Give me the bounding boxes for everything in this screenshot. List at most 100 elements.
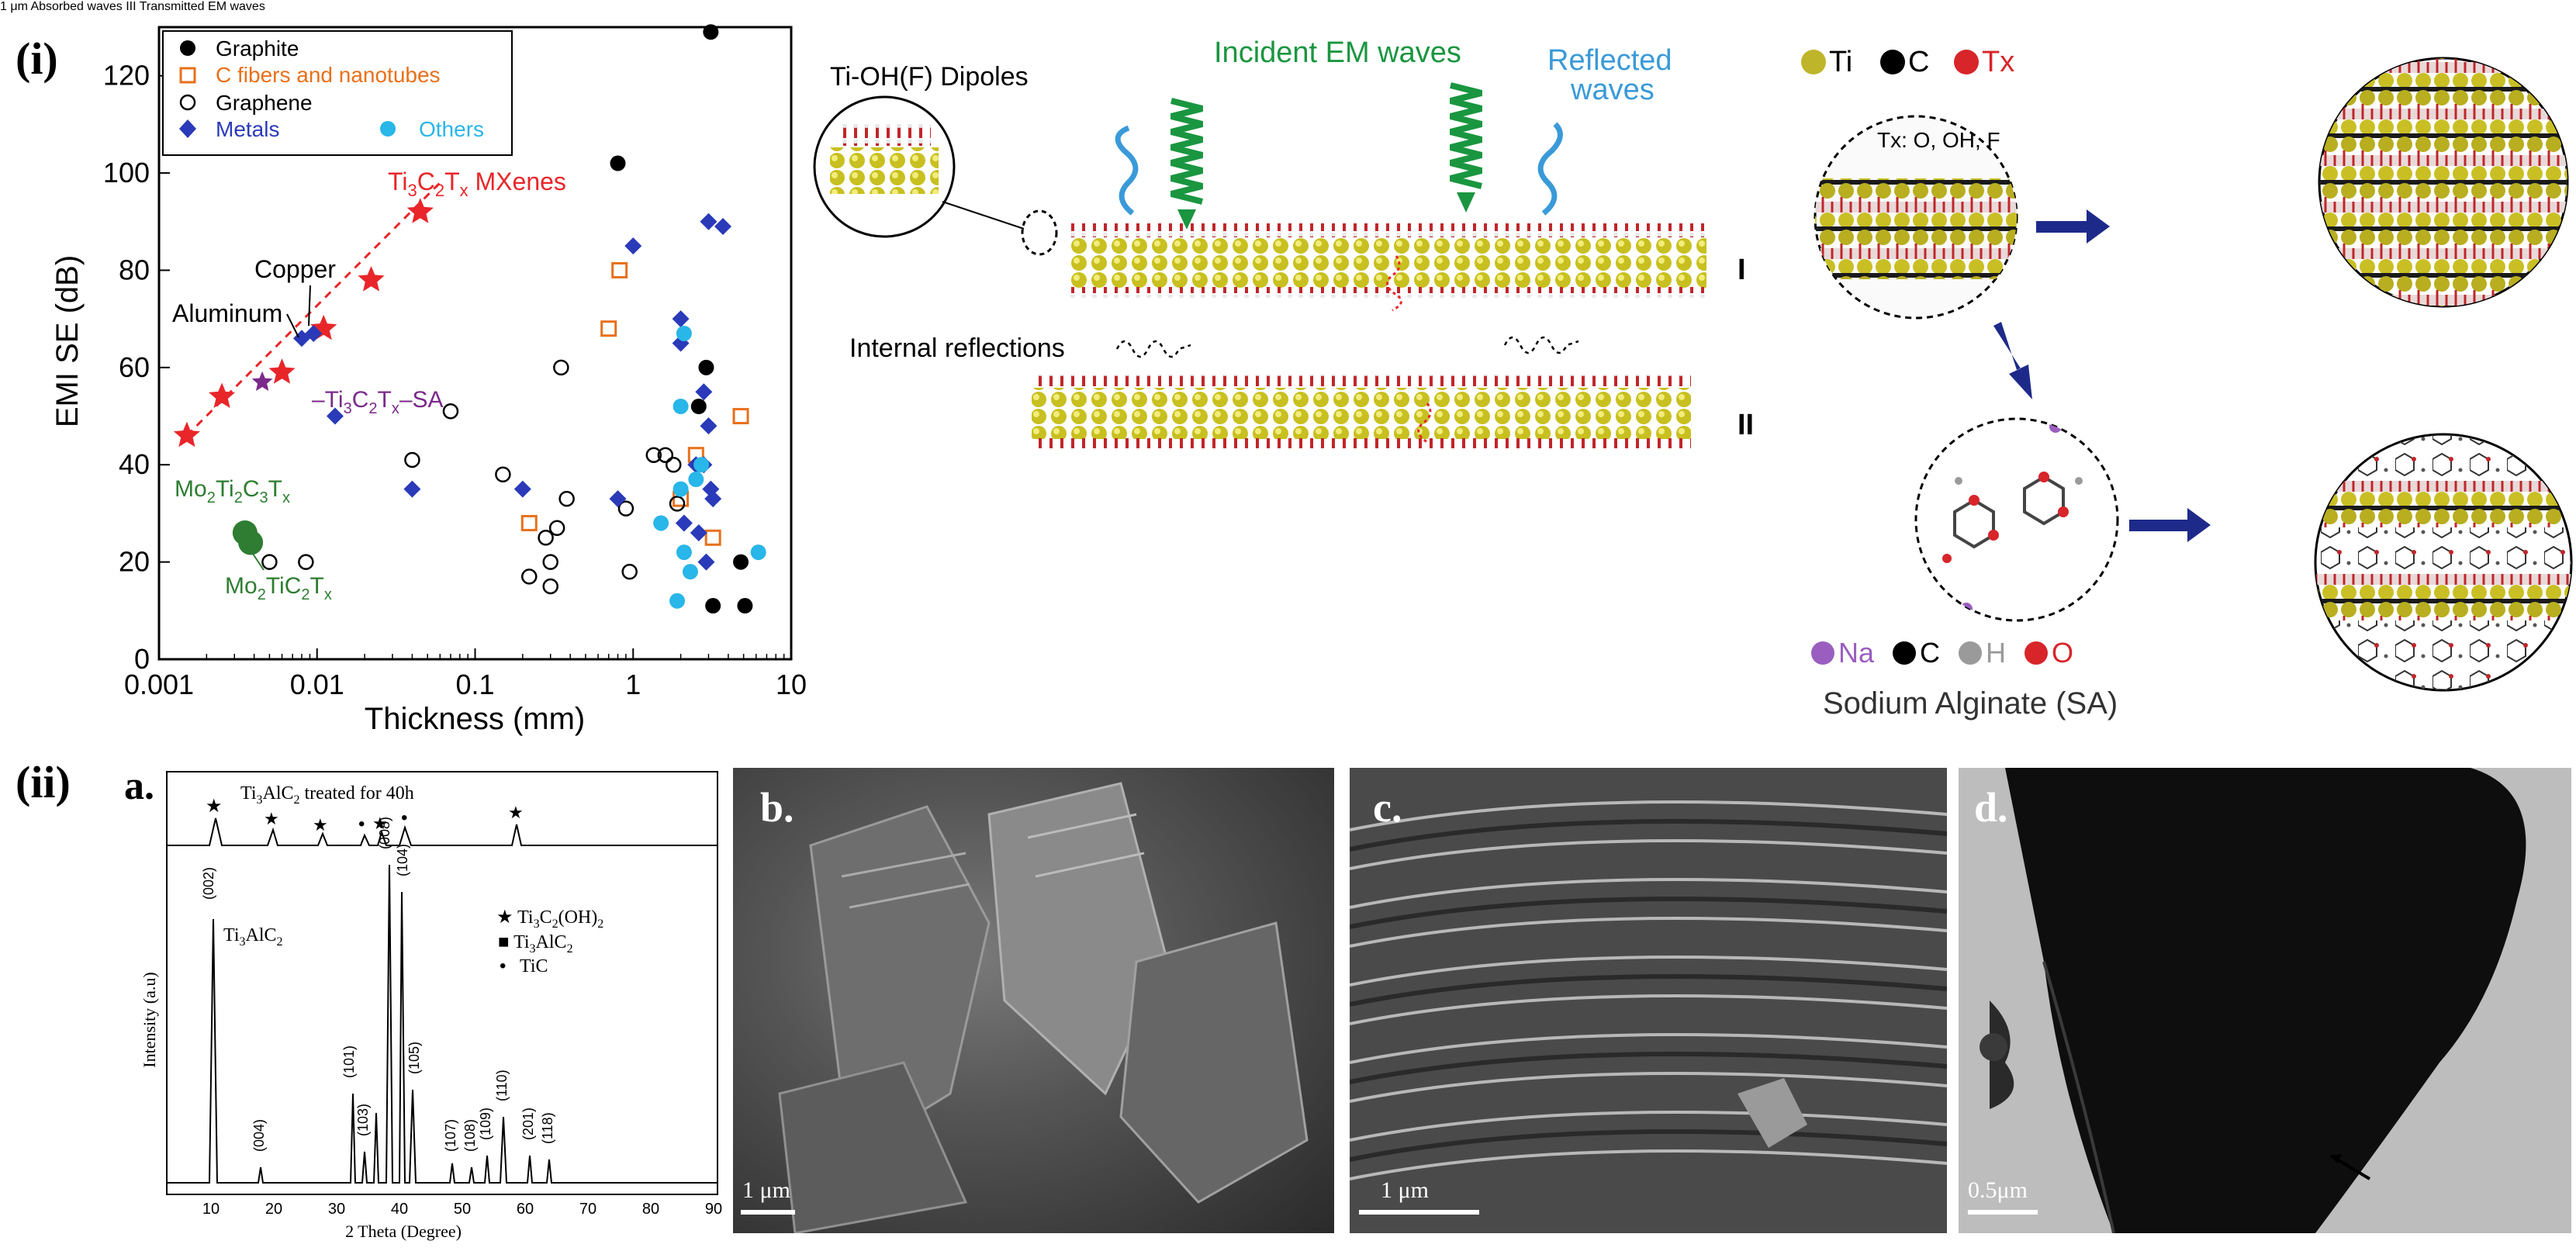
data-point-graphite [705,598,721,614]
data-point-graphene [621,563,638,580]
svg-text:(107): (107) [443,1119,458,1152]
svg-text:10: 10 [202,1201,220,1218]
legend-marker-graphite [180,40,195,56]
data-point-graphene [298,554,314,570]
legend-h: H [1986,637,2006,669]
legend-o-dot [2024,641,2048,665]
x-tick-label: 1 [625,669,641,700]
data-point-metals [690,524,707,541]
internal-reflections-label: Internal reflections [849,334,1065,363]
data-point-others [653,515,669,531]
data-point-others [673,399,689,414]
data-point-mo2tic2tx [238,530,264,555]
svg-text:60: 60 [517,1201,534,1218]
legend-marker-others [380,121,396,137]
sem-c-scalebar [1359,1210,1479,1215]
svg-text:90: 90 [705,1201,722,1218]
data-point-metals [714,218,732,236]
xrd-star-3: ★ [313,815,328,835]
data-point-graphite [690,399,707,414]
y-axis-label: EMI SE (dB) [50,255,85,427]
tem-d-label: d. [1974,784,2008,831]
legend-h-dot [1959,641,1982,665]
legend-c2-dot [1893,641,1916,665]
svg-text:(105): (105) [406,1042,422,1074]
data-point-graphite [737,598,753,614]
xrd-legend-3-dot: • [500,956,506,976]
data-point-graphene [666,456,682,473]
data-point-metals [609,490,627,508]
data-point-graphene [495,466,511,483]
y-tick-label: 40 [119,448,150,480]
data-point-graphene [645,447,662,463]
data-point-c-fibers-and-nanotubes [704,529,721,546]
reflected-label-1: Reflected [1547,44,1672,77]
xrd-legend-2: ■ Ti3AlC2 [498,932,573,956]
data-point-others [669,593,686,609]
xrd-panel: a. Ti3AlC2 treated for 40h ★ ★ ★ ★ ★ • •… [124,764,722,1241]
data-point-graphite [733,554,749,570]
data-point-others [676,325,692,341]
xrd-panel-label: a. [124,764,154,808]
tem-image-d: d. 0.5μm [1959,768,2571,1233]
internal-wave-2 [1503,336,1579,354]
legend-cfibers: C fibers and nanotubes [216,63,441,87]
xrd-star-4: ★ [372,814,388,833]
data-point-metals [700,417,717,435]
legend-tx: Tx [1982,46,2014,78]
legend-c2: C [1920,637,1940,669]
svg-text:20: 20 [265,1201,282,1218]
layer-i-label: I [1738,254,1746,286]
legend-marker-cfibers [179,67,196,84]
x-tick-label: 10 [776,669,807,700]
xrd-peak-labels: (002) (004) (101) (103) (008) (104) (105… [201,817,555,1152]
annotation-aluminum: Aluminum [172,299,282,327]
panel-label-ii: (ii) [16,757,71,807]
svg-text:(109): (109) [478,1108,493,1140]
data-point-graphene [521,569,538,585]
x-tick-label: 0.01 [290,669,344,700]
y-tick-label: 20 [119,546,150,578]
sem-b-scalebar [741,1210,795,1215]
arrow-down [1993,322,2032,399]
data-point-ti3c2tx-mxenes [406,198,434,223]
tem-d-scale: 0.5μm [1968,1177,2028,1203]
sa-title: Sodium Alginate (SA) [1823,686,2118,721]
data-point-others [676,544,692,561]
svg-text:(110): (110) [494,1070,510,1101]
legend-c: C [1908,46,1929,78]
svg-text:70: 70 [579,1201,596,1218]
svg-text:(103): (103) [355,1104,371,1136]
sem-image-c: c. 1 μm [1350,768,1947,1233]
data-point-graphene [542,578,558,595]
absorbed-path-2 [1417,403,1432,444]
data-point-metals [697,553,715,571]
mxene-layer-i [1070,223,1706,298]
xrd-star-5: ★ [508,803,524,822]
legend-na: Na [1838,637,1875,669]
legend-graphene: Graphene [216,91,313,115]
data-point-graphene [261,554,278,570]
data-point-metals [695,383,713,401]
tx-definition: Tx: O, OH, F [1877,128,2000,152]
data-point-metals [403,480,421,498]
legend-others: Others [419,117,484,141]
y-tick-label: 100 [103,157,150,188]
data-point-graphite [703,24,719,40]
data-point-ti3c2tx-mxenes [358,266,385,292]
data-point-graphite [610,155,626,171]
annotation-sa: –Ti3C2Tx–SA [312,387,444,417]
data-point-metals [513,480,531,498]
data-point-others [682,564,698,580]
data-point-graphene [538,530,554,546]
data-points [173,24,766,614]
legend-na-dot [1811,641,1834,665]
data-point-c-fibers-and-nanotubes [520,514,538,531]
xrd-legend-3: TiC [520,956,548,976]
arrow-right-top [2036,209,2110,244]
y-tick-label: 80 [119,254,150,285]
legend: Graphite C fibers and nanotubes Graphene… [162,30,513,156]
data-point-ti3c2tx-mxenes [209,382,236,408]
data-point-others [688,472,704,488]
